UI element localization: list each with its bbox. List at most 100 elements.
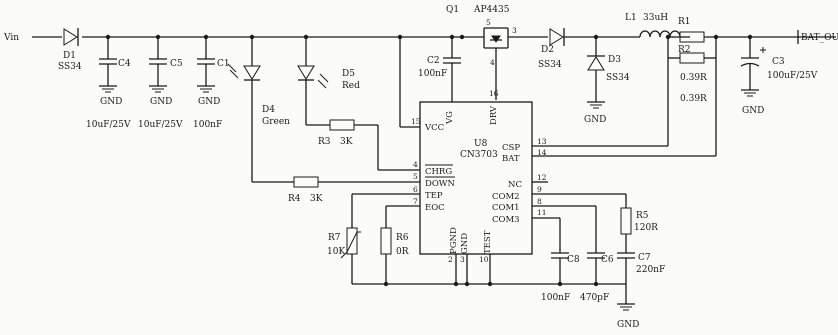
resistor-r3: [306, 119, 420, 171]
pin-down-num: 5: [413, 172, 418, 181]
pin-pgnd-label: PGND: [449, 227, 459, 254]
r2-ref: R2: [678, 45, 691, 55]
pin-csp-num: 13: [537, 137, 547, 146]
r1-value: 0.39R: [680, 73, 707, 83]
q1-pin-5: 5: [486, 18, 491, 27]
inductor-l1: [639, 30, 690, 38]
gnd-label-d3: GND: [584, 115, 606, 125]
q1-part: AP4435: [473, 5, 510, 15]
r1-ref: R1: [678, 17, 691, 27]
r2-value: 0.39R: [680, 94, 707, 104]
pin-nc-num: 12: [537, 173, 547, 182]
pin-csp-label: CSP: [502, 143, 520, 153]
capacitor-c4: [99, 37, 117, 93]
pin-down-label: DOWN: [425, 179, 456, 189]
thermistor-r7: [340, 194, 361, 284]
d2-value: SS34: [538, 60, 562, 70]
c4-ref: C4: [118, 59, 131, 69]
r6-value: 0R: [396, 247, 409, 257]
diode-d3: [587, 37, 605, 109]
c8-ref: C8: [567, 255, 580, 265]
r7-ref: R7: [328, 233, 341, 243]
capacitor-c1: [197, 37, 215, 93]
diode-d2: [549, 28, 640, 46]
d4-ref: D4: [262, 105, 275, 115]
c4-value: 10uF/25V: [86, 120, 131, 130]
capacitor-c3: [740, 34, 766, 97]
vin-net-label: Vin: [3, 33, 19, 43]
pin-com3-num: 11: [537, 208, 547, 217]
r7-value: 10K: [327, 247, 345, 257]
d3-ref: D3: [608, 55, 621, 65]
capacitor-c8: [551, 218, 569, 284]
pin-gnd-num: 3: [460, 255, 465, 264]
d5-value: Red: [342, 81, 360, 91]
pin-com2-num: 9: [537, 185, 542, 194]
capacitor-c2: [443, 37, 461, 100]
pin-com1-num: 8: [537, 197, 542, 206]
c1-ref: C1: [217, 59, 230, 69]
l1-value: 33uH: [643, 13, 668, 23]
pin-gnd-label: GND: [460, 233, 470, 254]
r4-value: 3K: [310, 194, 323, 204]
c5-value: 10uF/25V: [138, 120, 183, 130]
c5-ref: C5: [170, 59, 183, 69]
ic-u8-body: [419, 101, 533, 255]
l1-ref: L1: [625, 13, 637, 23]
c2-ref: C2: [427, 56, 440, 66]
c1-value: 100nF: [193, 120, 222, 130]
pin-vcc-num: 15: [411, 117, 421, 126]
c2-value: 100nF: [418, 69, 447, 79]
r3-ref: R3: [318, 137, 331, 147]
pin-bat-num: 14: [537, 148, 547, 157]
d1-ref: D1: [63, 51, 76, 61]
d2-ref: D2: [541, 45, 554, 55]
c3-ref: C3: [772, 57, 785, 67]
pin-test-label: TEST: [483, 230, 493, 254]
pin-bat-label: BAT: [502, 154, 520, 164]
gnd-label-c1: GND: [198, 97, 220, 107]
led-d5: [297, 37, 329, 125]
gnd-label-c3: GND: [742, 106, 764, 116]
gnd-label-c4: GND: [100, 97, 122, 107]
q1-pin-3: 3: [512, 26, 517, 35]
capacitor-c6: [587, 206, 605, 284]
pin-tep-num: 6: [413, 185, 418, 194]
r5-ref: R5: [636, 211, 649, 221]
c6-value: 470pF: [580, 293, 609, 303]
d3-value: SS34: [606, 73, 630, 83]
pin-chrg-num: 4: [413, 160, 418, 169]
d4-value: Green: [262, 117, 290, 127]
pin-com1-label: COM1: [492, 203, 520, 213]
pin-drv-num: 16: [489, 89, 499, 98]
pin-eoc-num: 7: [413, 197, 418, 206]
pin-test-num: 10: [479, 255, 489, 264]
q1-pin-4: 4: [490, 58, 495, 67]
resistor-r4: [252, 176, 420, 188]
d1-value: SS34: [58, 62, 82, 72]
c7-value: 220nF: [636, 265, 665, 275]
r4-ref: R4: [288, 194, 301, 204]
c6-ref: C6: [601, 255, 614, 265]
mosfet-q1: [462, 27, 548, 100]
c8-value: 100nF: [541, 293, 570, 303]
resistor-r6: [380, 206, 392, 284]
bat-out-net-label: BAT_OU: [801, 33, 838, 43]
gnd-label-bottom: GND: [617, 320, 639, 330]
pin-tep-label: TEP: [425, 191, 443, 201]
led-d4: [227, 37, 261, 182]
pin-pgnd-num: 2: [448, 255, 453, 264]
vcc-feed: [399, 37, 420, 128]
pin-vg-label: VG: [445, 111, 455, 125]
d5-ref: D5: [342, 69, 355, 79]
resistor-r1-r2: [665, 31, 836, 156]
ic-part: CN3703: [460, 150, 498, 160]
pin-drv-label: DRV: [489, 105, 499, 125]
pin-eoc-label: EOC: [425, 203, 445, 213]
c3-value: 100uF/25V: [767, 71, 818, 81]
ground-bus: [352, 281, 635, 311]
diode-d1: [63, 28, 79, 46]
capacitor-c5: [149, 37, 167, 93]
q1-ref: Q1: [446, 5, 459, 15]
